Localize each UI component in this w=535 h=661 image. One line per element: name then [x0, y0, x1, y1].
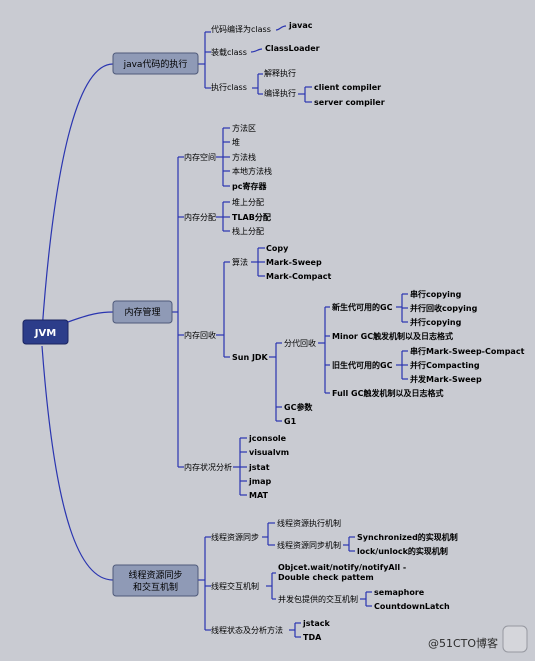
- old-item: 并发Mark-Sweep: [410, 374, 482, 384]
- old-gen-gc: 旧生代可用的GC: [332, 360, 393, 370]
- space-item: 本地方法栈: [232, 166, 272, 176]
- mem-space: 内存空间: [184, 152, 216, 162]
- load-class: 装载class: [211, 47, 247, 57]
- thread-state: 线程状态及分析方法: [211, 625, 283, 635]
- young-item: 并行copying: [410, 317, 462, 327]
- young-item: 并行回收copying: [410, 303, 478, 313]
- alloc-item: 堆上分配: [232, 197, 264, 207]
- run-class: 执行class: [211, 82, 247, 92]
- mem-analysis: 内存状况分析: [184, 462, 232, 472]
- thread-sync: 线程资源同步: [211, 532, 259, 542]
- interpret-exec: 解释执行: [264, 68, 296, 78]
- object-wait-notify: Objcet.wait/notify/notifyAll -: [278, 563, 406, 572]
- tool-item: jconsole: [248, 434, 287, 443]
- sync-item: lock/unlock的实现机制: [357, 546, 448, 556]
- tool-item: jmap: [248, 477, 271, 486]
- old-item: 串行Mark-Sweep-Compact: [410, 346, 525, 356]
- alloc-item: 栈上分配: [232, 226, 264, 236]
- old-item: 并行Compacting: [410, 360, 480, 370]
- node-thread-label-line2: 和交互机制: [133, 581, 178, 593]
- state-item: TDA: [303, 633, 322, 642]
- sync-exec: 线程资源执行机制: [277, 518, 341, 528]
- conc-item: CountdownLatch: [374, 602, 450, 611]
- young-item: 串行copying: [410, 289, 462, 299]
- node-java-exec[interactable]: java代码的执行: [112, 52, 199, 75]
- thread-interact: 线程交互机制: [211, 581, 259, 591]
- double-check-pattern: Double check pattem: [278, 573, 374, 582]
- node-memory[interactable]: 内存管理: [112, 300, 173, 324]
- generational-gc: 分代回收: [284, 338, 316, 348]
- space-item: 方法栈: [232, 152, 256, 162]
- node-java-exec-label: java代码的执行: [123, 58, 188, 70]
- tool-item: visualvm: [249, 448, 289, 457]
- tool-item: jstat: [248, 463, 270, 472]
- tool-item: MAT: [249, 491, 269, 500]
- sun-jdk: Sun JDK: [232, 353, 269, 362]
- server-compiler: server compiler: [314, 98, 385, 107]
- jit-exec: 编译执行: [264, 88, 296, 98]
- space-item: pc寄存器: [232, 181, 267, 191]
- algo-item: Mark-Sweep: [266, 258, 322, 267]
- compile-class: 代码编译为class: [211, 24, 271, 34]
- gc-algorithm: 算法: [232, 257, 248, 267]
- root-label: JVM: [34, 328, 56, 339]
- young-gen-gc: 新生代可用的GC: [332, 302, 393, 312]
- node-thread[interactable]: 线程资源同步 和交互机制: [112, 564, 199, 597]
- space-item: 方法区: [232, 123, 256, 133]
- algo-item: Mark-Compact: [266, 272, 332, 281]
- javac: javac: [288, 21, 313, 30]
- root-node[interactable]: JVM: [22, 319, 69, 345]
- watermark-text: @51CTO博客: [428, 636, 498, 650]
- mem-alloc: 内存分配: [184, 212, 216, 222]
- sync-mech: 线程资源同步机制: [277, 540, 341, 550]
- node-thread-label-line1: 线程资源同步: [128, 569, 182, 581]
- alloc-item: TLAB分配: [232, 212, 271, 222]
- gc-params: GC参数: [284, 402, 313, 412]
- space-item: 堆: [232, 137, 240, 147]
- state-item: jstack: [302, 619, 330, 628]
- full-gc: Full GC触发机制以及日志格式: [332, 388, 443, 398]
- concurrent-pkg: 并发包提供的交互机制: [278, 594, 358, 604]
- connector-lines: [41, 25, 408, 638]
- classloader: ClassLoader: [265, 44, 320, 53]
- conc-item: semaphore: [374, 588, 425, 597]
- sync-item: Synchronized的实现机制: [357, 532, 458, 542]
- g1: G1: [284, 417, 297, 426]
- node-memory-label: 内存管理: [124, 306, 160, 318]
- minor-gc: Minor GC触发机制以及日志格式: [332, 331, 453, 341]
- algo-item: Copy: [266, 244, 289, 253]
- mem-gc: 内存回收: [184, 330, 216, 340]
- watermark: @51CTO博客: [428, 625, 528, 653]
- client-compiler: client compiler: [314, 83, 381, 92]
